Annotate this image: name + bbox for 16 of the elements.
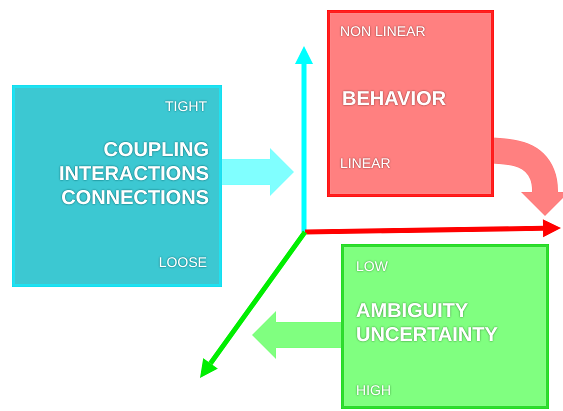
- category-box: [12, 85, 222, 287]
- axis-arrow: [294, 44, 314, 234]
- category-box: [327, 10, 494, 197]
- scale-label: NON LINEAR: [340, 23, 426, 39]
- category-title: AMBIGUITY UNCERTAINTY: [356, 299, 499, 347]
- category-box: [341, 244, 549, 409]
- scale-label: TIGHT: [165, 98, 207, 114]
- scale-label: HIGH: [356, 382, 391, 398]
- scale-label: LOOSE: [158, 254, 207, 270]
- block-arrow: [252, 311, 341, 359]
- category-title: BEHAVIOR: [342, 87, 446, 111]
- category-title: COUPLING INTERACTIONS CONNECTIONS: [58, 138, 209, 210]
- scale-label: LOW: [356, 258, 388, 274]
- block-arrow: [222, 148, 294, 196]
- scale-label: LINEAR: [340, 155, 391, 171]
- axis-arrow: [303, 218, 563, 240]
